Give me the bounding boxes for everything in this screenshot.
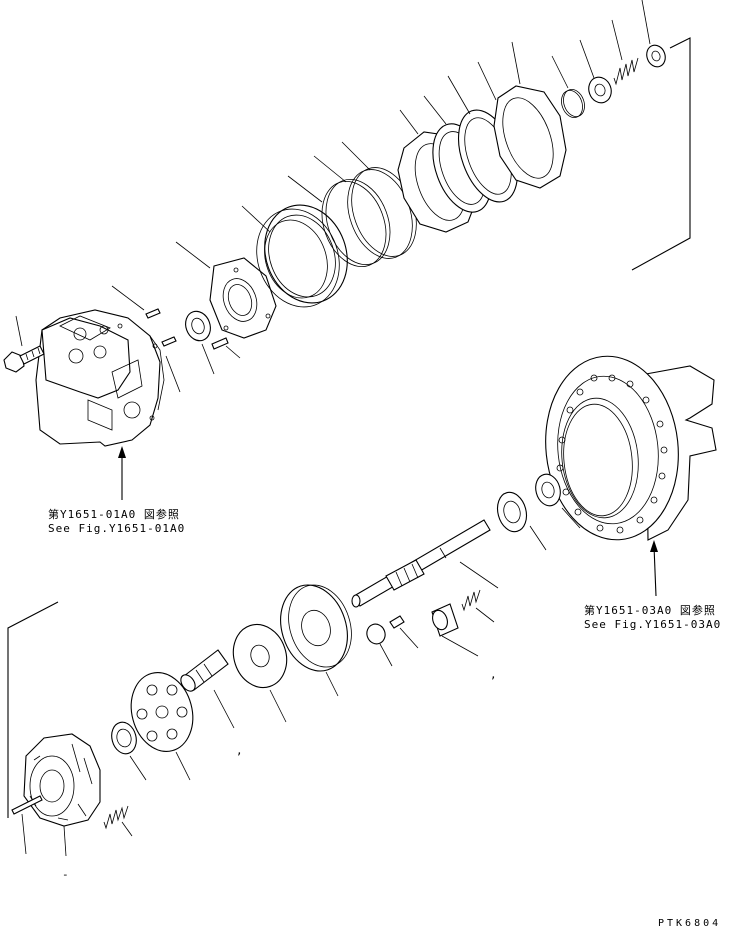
friction-plate-b — [493, 85, 567, 189]
reference-note-hub-en: See Fig.Y1651-03A0 — [584, 618, 722, 631]
upper-group-bracket — [631, 37, 691, 271]
stray-mark: , — [236, 744, 244, 757]
stray-mark: - — [62, 868, 70, 881]
coil-spring-lower — [103, 805, 129, 830]
ball-bearing-small — [185, 310, 211, 342]
lower-group-bracket — [7, 601, 59, 818]
stray-mark: , — [490, 668, 498, 681]
collar — [588, 76, 612, 104]
cylinder-block — [23, 733, 101, 827]
shaft-casing-hub — [545, 355, 717, 541]
ball-bearing-right — [535, 473, 561, 507]
reference-arrow-hub — [650, 540, 658, 597]
leader-lines-upper — [15, 0, 651, 393]
hex-bolt — [3, 345, 45, 373]
washer — [646, 44, 666, 68]
snap-ring — [561, 89, 585, 118]
drive-shaft — [351, 519, 491, 608]
drawing-code: PTK6804 — [658, 918, 722, 929]
pin-lower — [11, 795, 43, 815]
piston — [180, 649, 229, 692]
coil-spring-middle — [461, 589, 481, 612]
retainer-plate — [130, 672, 194, 752]
pin-middle — [389, 615, 405, 629]
pin-plate — [211, 337, 229, 350]
pin-upper — [145, 308, 161, 319]
cylinder-housing-ring — [256, 204, 348, 308]
pin-small — [161, 336, 177, 347]
seal-ring-a — [321, 178, 391, 268]
reference-note-housing-en: See Fig.Y1651-01A0 — [48, 522, 186, 535]
roller-bearing — [496, 491, 528, 533]
swash-plate — [280, 584, 352, 672]
thrust-plate — [232, 623, 288, 689]
reference-note-housing: 第Y1651-01A0 図参照 See Fig.Y1651-01A0 — [48, 508, 185, 536]
reference-note-hub-ja: 第Y1651-03A0 図参照 — [584, 604, 716, 617]
leader-lines-lower — [21, 507, 581, 857]
motor-case-housing — [35, 309, 165, 447]
spring-retainer — [431, 603, 459, 637]
spherical-bushing-lower — [111, 721, 137, 755]
reference-arrow-housing — [118, 446, 126, 500]
reference-note-housing-ja: 第Y1651-01A0 図参照 — [48, 508, 180, 521]
spherical-bushing — [366, 623, 386, 645]
bearing-plate — [209, 257, 277, 339]
reference-note-hub: 第Y1651-03A0 図参照 See Fig.Y1651-03A0 — [584, 604, 721, 632]
coil-spring-upper — [613, 57, 639, 86]
